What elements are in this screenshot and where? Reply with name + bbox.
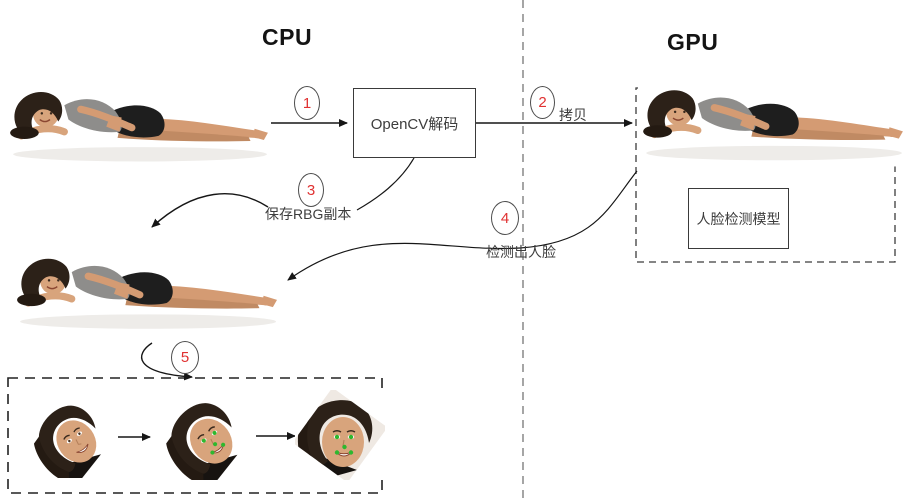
detect-face-label: 检测出人脸	[486, 244, 556, 260]
step-5-number: 5	[180, 349, 190, 366]
gpu-copied-photo	[638, 68, 906, 167]
step-1-number: 1	[302, 94, 312, 112]
arrow-4-detected-faces	[287, 170, 638, 281]
step-2-number: 2	[538, 94, 547, 111]
step-2-circle: 2	[530, 86, 555, 119]
face-detect-model-box: 人脸检测模型	[688, 188, 789, 249]
decode-to-save-connector	[356, 157, 415, 211]
cpu-title: CPU	[262, 24, 313, 50]
rgb-copy-photo	[8, 237, 284, 335]
step-3-circle: 3	[298, 173, 324, 207]
step-5-circle: 5	[171, 341, 199, 374]
arrow-3-save-rgb	[151, 193, 269, 228]
step-4-circle: 4	[491, 201, 519, 235]
face-detect-model-label: 人脸检测模型	[696, 210, 781, 227]
step-1-circle: 1	[294, 86, 320, 120]
face-landmarks-photo	[152, 392, 256, 496]
step-3-number: 3	[306, 181, 316, 199]
face-crop-photo	[21, 395, 119, 494]
arrow-5-to-face-pipeline	[141, 342, 193, 381]
copy-label: 拷贝	[559, 107, 587, 123]
gpu-title: GPU	[667, 29, 719, 55]
opencv-decode-label: OpenCV解码	[370, 115, 459, 133]
cpu-source-photo	[5, 70, 271, 168]
step-4-number: 4	[500, 209, 510, 227]
opencv-decode-box: OpenCV解码	[353, 88, 476, 158]
save-rgb-label: 保存RBG副本	[265, 206, 352, 222]
face-aligned-photo	[292, 387, 388, 483]
